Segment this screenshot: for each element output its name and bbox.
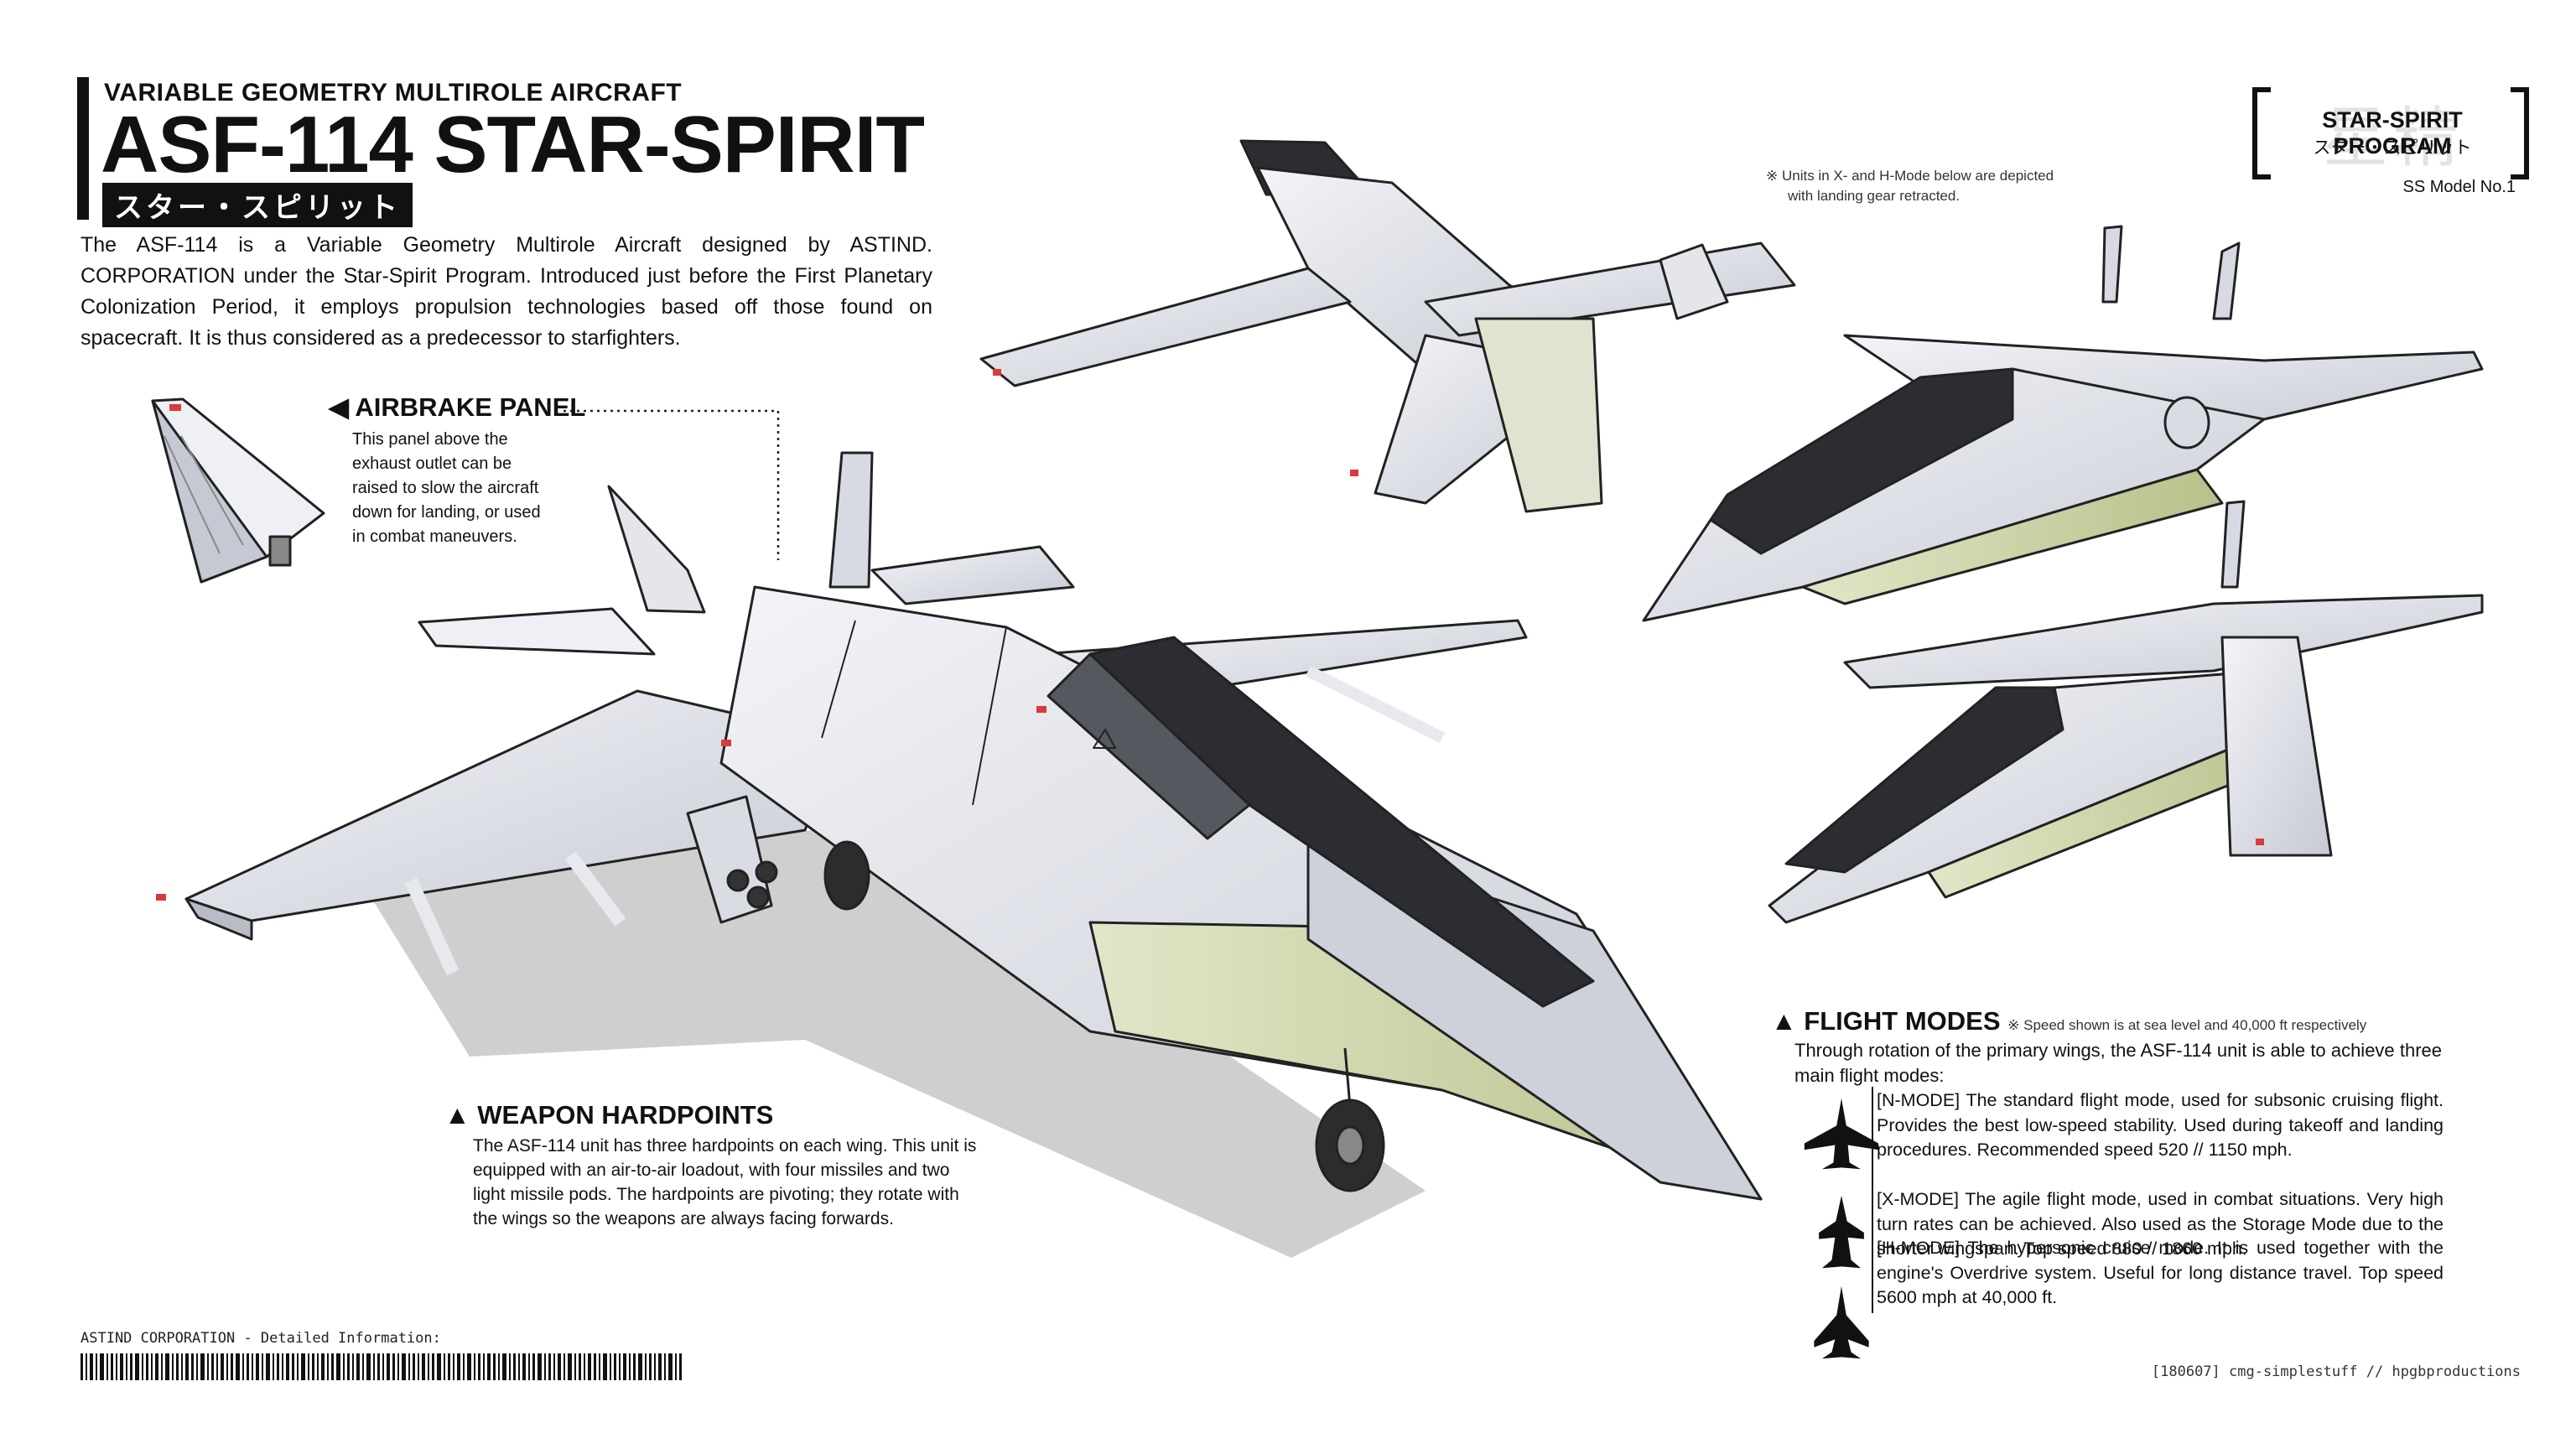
- flight-modes-intro: Through rotation of the primary wings, t…: [1794, 1040, 2442, 1086]
- aircraft-class-subtitle: VARIABLE GEOMETRY MULTIROLE AIRCRAFT: [104, 79, 683, 106]
- airbrake-panel-detail: [151, 397, 325, 584]
- x-mode-silhouette-icon: [1819, 1195, 1864, 1269]
- flight-mode-x-text: [X-MODE] The agile flight mode, used in …: [1877, 1189, 2444, 1259]
- weapons-title: WEAPON HARDPOINTS: [477, 1100, 774, 1130]
- triangle-left-icon: ◀: [329, 392, 356, 422]
- flight-modes-note: ※ Speed shown is at sea level and 40,000…: [2007, 1017, 2367, 1033]
- intro-paragraph: The ASF-114 is a Variable Geometry Multi…: [80, 233, 932, 350]
- airbrake-title: AIRBRAKE PANEL: [355, 392, 586, 422]
- units-note: ※ Units in X- and H-Mode below are depic…: [1766, 166, 2054, 206]
- footer-company-label: ASTIND CORPORATION - Detailed Informatio…: [80, 1330, 441, 1347]
- flight-mode-n-text: [N-MODE] The standard flight mode, used …: [1877, 1090, 2444, 1160]
- weapons-line-1: The ASF-114 unit has three hardpoints on…: [473, 1136, 977, 1156]
- triangle-up-icon: ▲: [1771, 1006, 1805, 1036]
- airbrake-line-3: raised to slow the aircraft: [352, 479, 539, 497]
- flight-modes-title: FLIGHT MODES: [1804, 1006, 2001, 1036]
- page-title: ASF-114 STAR-SPIRIT: [101, 100, 925, 190]
- program-name-japanese: スター・スピリット: [2313, 138, 2472, 158]
- title-accent-bar: [77, 77, 89, 220]
- rear-view-aircraft: [979, 139, 1796, 513]
- japanese-name-tag: スター・スピリット: [102, 183, 413, 227]
- airbrake-line-2: exhaust outlet can be: [352, 454, 512, 473]
- flight-mode-h: [H-MODE] The hypersonic cruise mode. It …: [1796, 1236, 2444, 1359]
- program-kanji-watermark: 星精: [2323, 101, 2464, 176]
- program-bracket-left: [2252, 87, 2271, 179]
- flight-mode-h-text: [H-MODE] The hypersonic cruise mode. It …: [1877, 1238, 2444, 1307]
- airbrake-line-4: down for landing, or used: [352, 503, 541, 522]
- flight-mode-x: [X-MODE] The agile flight mode, used in …: [1796, 1187, 2444, 1285]
- airbrake-callout-line: [564, 409, 780, 560]
- x-mode-aircraft: [1642, 225, 2484, 622]
- airbrake-line-5: in combat maneuvers.: [352, 527, 517, 546]
- weapons-section-title: ▲ WEAPON HARDPOINTS: [444, 1100, 773, 1130]
- flight-mode-n: [N-MODE] The standard flight mode, used …: [1796, 1088, 2444, 1186]
- flight-modes-section-title: ▲ FLIGHT MODES ※ Speed shown is at sea l…: [1771, 1006, 2366, 1036]
- weapons-line-3: light missile pods. The hardpoints are p…: [473, 1185, 959, 1204]
- main-aircraft-shadow: [361, 822, 1426, 1258]
- n-mode-silhouette-icon: [1804, 1098, 1879, 1170]
- program-bracket-right: [2511, 87, 2529, 179]
- weapons-line-4: the wings so the weapons are always faci…: [473, 1209, 894, 1228]
- airbrake-description: This panel above the exhaust outlet can …: [352, 428, 541, 549]
- barcode: [80, 1353, 682, 1380]
- airbrake-section-title: ◀ AIRBRAKE PANEL: [329, 392, 585, 423]
- h-mode-aircraft: [1768, 500, 2484, 924]
- model-number: SS Model No.1: [2402, 178, 2516, 196]
- units-note-line-1: ※ Units in X- and H-Mode below are depic…: [1766, 168, 2054, 184]
- footer-credits: [180607] cmg-simplestuff // hpgbproducti…: [2151, 1363, 2521, 1380]
- weapons-line-2: equipped with an air-to-air loadout, wit…: [473, 1161, 950, 1180]
- weapons-description: The ASF-114 unit has three hardpoints on…: [473, 1134, 976, 1231]
- units-note-line-2: with landing gear retracted.: [1788, 188, 1961, 204]
- airbrake-line-1: This panel above the: [352, 430, 508, 449]
- program-name: STAR-SPIRIT PROGRAM: [2322, 107, 2463, 158]
- triangle-up-icon: ▲: [444, 1100, 478, 1130]
- flight-modes-divider: [1872, 1087, 1873, 1313]
- h-mode-silhouette-icon: [1814, 1285, 1869, 1359]
- main-aircraft-n-mode: [156, 451, 1763, 1201]
